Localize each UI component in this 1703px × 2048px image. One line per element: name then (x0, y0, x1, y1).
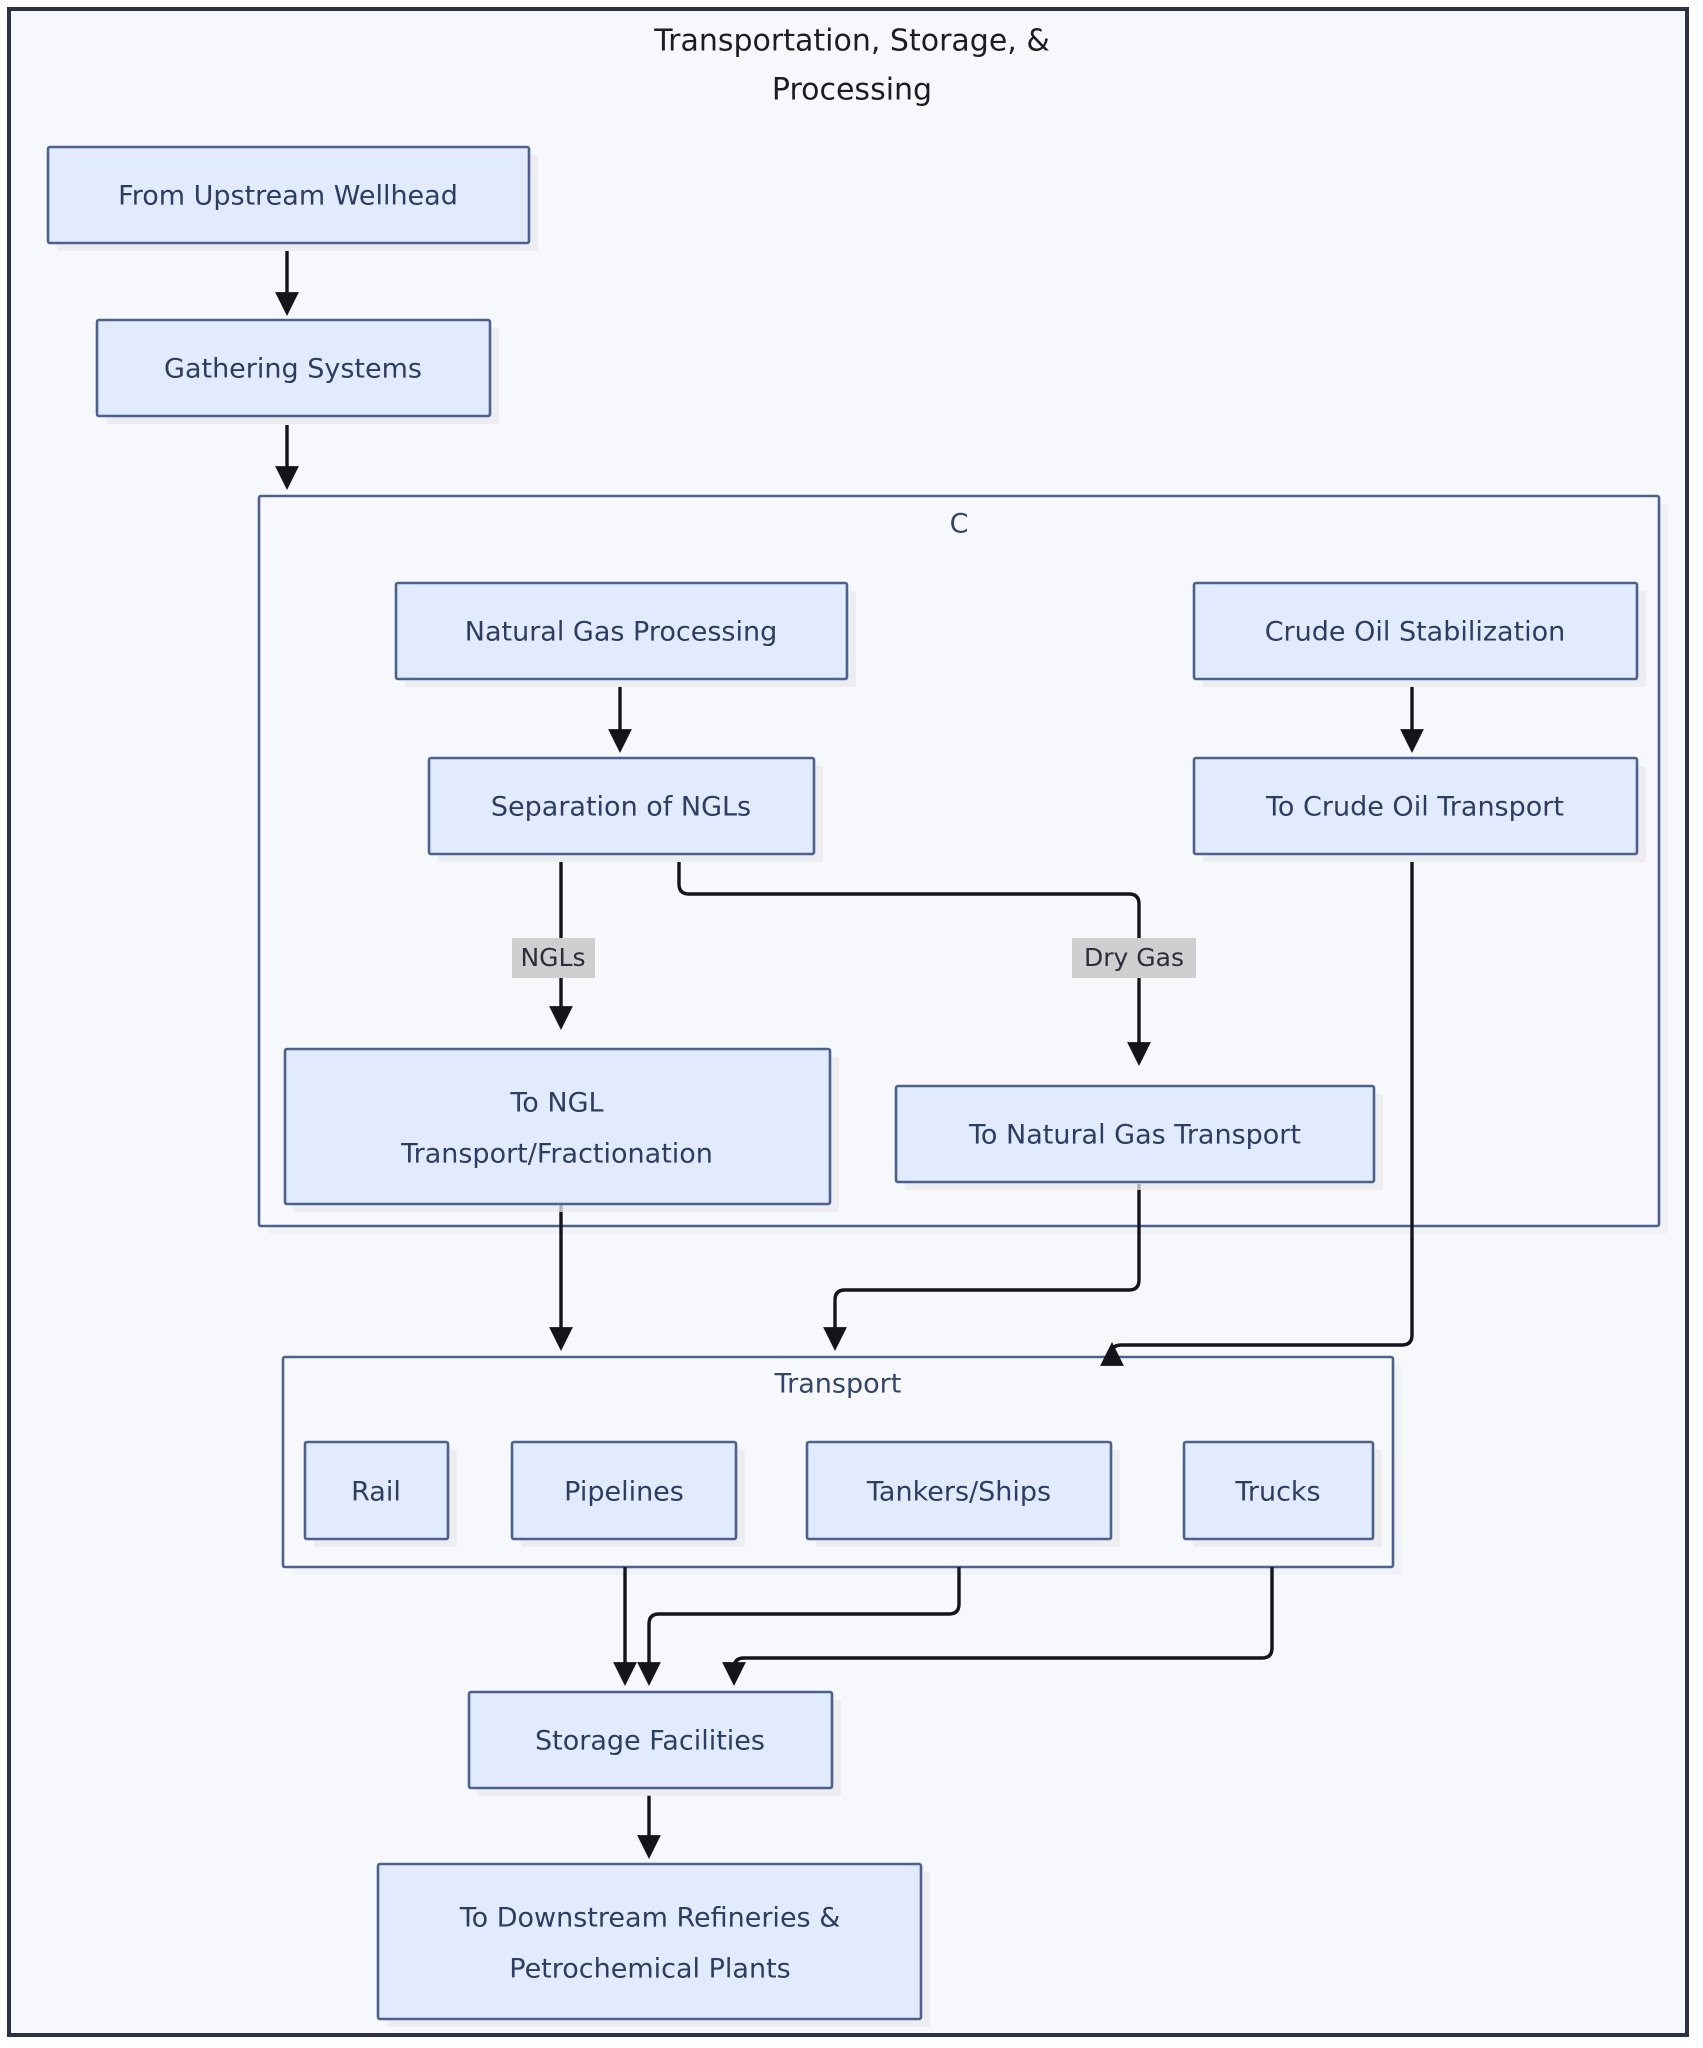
node-to-ngl-transport-label-line1: To NGL (509, 1088, 603, 1119)
node-to-natural-gas-transport-label: To Natural Gas Transport (968, 1120, 1301, 1151)
cluster-transport-label: Transport (774, 1369, 902, 1400)
edge-tankers-to-storage (637, 1567, 961, 1686)
node-tankers-ships-label: Tankers/Ships (866, 1477, 1051, 1508)
diagram-title-line2: Processing (772, 73, 932, 108)
node-rail[interactable] (303, 1440, 450, 1541)
cluster-processing-label: C (950, 509, 969, 540)
node-natural-gas-processing-label: Natural Gas Processing (465, 617, 777, 648)
node-pipelines-label: Pipelines (564, 1477, 684, 1508)
node-separation-of-ngls[interactable] (427, 756, 816, 856)
node-to-crude-oil-transport[interactable] (1192, 756, 1639, 856)
edge-trucks-to-storage (722, 1567, 1274, 1686)
node-to-downstream-label-line1: To Downstream Refineries & (459, 1903, 841, 1934)
node-rail-label: Rail (351, 1477, 401, 1508)
node-to-downstream-refineries[interactable] (376, 1862, 923, 2021)
edge-label-ngls: NGLs (520, 943, 585, 972)
edge-gastransport-to-transport (823, 1184, 1141, 1351)
edge-nglseparation-to-gastransport (677, 862, 1151, 1066)
node-pipelines[interactable] (510, 1440, 738, 1541)
node-storage-facilities[interactable] (467, 1690, 834, 1790)
node-crude-oil-stabilization[interactable] (1192, 581, 1639, 681)
node-to-ngl-transport-fractionation[interactable] (283, 1047, 832, 1206)
node-trucks-label: Trucks (1234, 1477, 1320, 1508)
node-to-natural-gas-transport[interactable] (894, 1084, 1376, 1184)
edge-label-dry-gas: Dry Gas (1084, 943, 1184, 972)
diagram-title-line1: Transportation, Storage, & (653, 24, 1050, 59)
node-gathering-systems-label: Gathering Systems (164, 354, 422, 385)
node-crude-oil-stabilization-label: Crude Oil Stabilization (1265, 617, 1566, 648)
edge-crudetransport-to-transport (1100, 862, 1414, 1366)
node-to-downstream-label-line2: Petrochemical Plants (509, 1954, 790, 1985)
node-storage-facilities-label: Storage Facilities (535, 1726, 765, 1757)
node-tankers-ships[interactable] (805, 1440, 1113, 1541)
node-to-crude-oil-transport-label: To Crude Oil Transport (1265, 792, 1564, 823)
node-from-upstream-wellhead-label: From Upstream Wellhead (118, 181, 458, 212)
node-separation-of-ngls-label: Separation of NGLs (491, 792, 751, 823)
edge-label-ngls-bg (512, 938, 595, 978)
edge-label-drygas-bg (1072, 938, 1196, 978)
node-from-upstream-wellhead[interactable] (46, 145, 531, 245)
node-gathering-systems[interactable] (95, 318, 492, 418)
node-to-ngl-transport-label-line2: Transport/Fractionation (400, 1139, 713, 1170)
node-trucks[interactable] (1182, 1440, 1375, 1541)
node-natural-gas-processing[interactable] (394, 581, 849, 681)
